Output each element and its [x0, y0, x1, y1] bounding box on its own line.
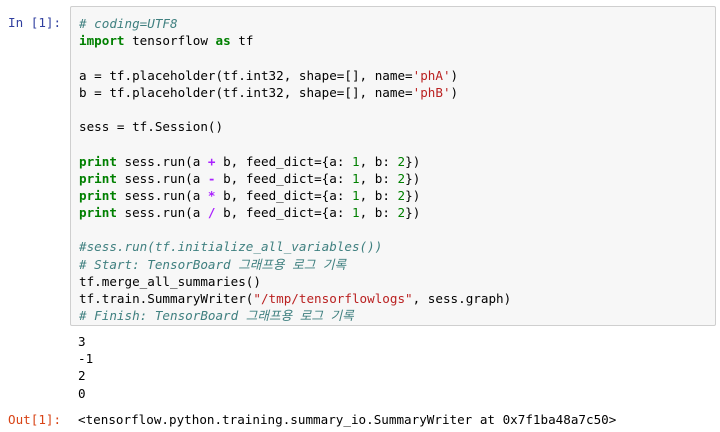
- code-comment: # coding=UTF8: [79, 16, 178, 31]
- code-line: sess = tf.Session(): [79, 118, 715, 135]
- code-number: 1: [352, 205, 360, 221]
- code-operator: /: [207, 205, 216, 221]
- code-text: b, feed_dict={a:: [215, 205, 352, 221]
- code-cell-input[interactable]: # coding=UTF8 import tensorflow as tf a …: [70, 6, 716, 326]
- code-line: print sess.run(a * b, feed_dict={a: 1, b…: [79, 187, 715, 204]
- code-text: b, feed_dict={a:: [215, 170, 352, 186]
- code-line: print sess.run(a / b, feed_dict={a: 1, b…: [79, 204, 715, 221]
- stdout-line: 0: [78, 385, 86, 401]
- code-keyword: import: [79, 33, 125, 49]
- code-text: sess.run(a: [116, 170, 208, 186]
- code-line: tf.merge_all_summaries(): [79, 273, 715, 290]
- code-keyword: print: [79, 187, 117, 203]
- blank-line: [79, 135, 715, 152]
- input-prompt: In [1]:: [8, 15, 62, 30]
- code-text: }): [405, 205, 421, 221]
- code-number: 2: [397, 187, 406, 203]
- stdout-line: -1: [78, 351, 94, 367]
- code-text: , b:: [359, 170, 398, 186]
- code-comment: # Finish: TensorBoard 그래프용 로그 기록: [79, 308, 354, 324]
- code-text: tensorflow: [124, 33, 216, 49]
- code-comment: # Start: TensorBoard 그래프용 로그 기록: [79, 256, 347, 272]
- execute-result: <tensorflow.python.training.summary_io.S…: [78, 412, 617, 427]
- code-line: # Finish: TensorBoard 그래프용 로그 기록: [79, 307, 715, 324]
- code-text: sess.run(a: [116, 187, 208, 203]
- cell-stdout: 3 -1 2 0: [78, 333, 93, 402]
- code-text: b, feed_dict={a:: [215, 153, 352, 169]
- code-text: sess.run(a: [116, 153, 208, 169]
- code-line: a = tf.placeholder(tf.int32, shape=[], n…: [79, 67, 715, 84]
- code-line: # coding=UTF8: [79, 15, 715, 32]
- code-keyword: print: [79, 170, 117, 186]
- code-text: , b:: [359, 153, 398, 169]
- code-operator: +: [207, 153, 216, 169]
- code-number: 2: [397, 153, 406, 169]
- code-line: tf.train.SummaryWriter("/tmp/tensorflowl…: [79, 290, 715, 307]
- code-string: 'phB': [412, 84, 451, 100]
- code-line: b = tf.placeholder(tf.int32, shape=[], n…: [79, 84, 715, 101]
- code-line: print sess.run(a - b, feed_dict={a: 1, b…: [79, 170, 715, 187]
- code-line: # Start: TensorBoard 그래프용 로그 기록: [79, 256, 715, 273]
- code-line: print sess.run(a + b, feed_dict={a: 1, b…: [79, 153, 715, 170]
- code-text: tf.train.SummaryWriter(: [79, 291, 254, 306]
- code-operator: *: [207, 187, 216, 203]
- code-text: b, feed_dict={a:: [215, 187, 352, 203]
- code-text: , b:: [359, 187, 398, 203]
- code-string: "/tmp/tensorflowlogs": [253, 291, 413, 306]
- code-keyword: print: [79, 153, 117, 169]
- code-number: 2: [397, 170, 406, 186]
- code-text: }): [405, 170, 421, 186]
- code-number: 1: [352, 170, 360, 186]
- code-text: b = tf.placeholder(tf.int32, shape=[], n…: [79, 84, 413, 100]
- code-number: 1: [352, 187, 360, 203]
- code-text: a = tf.placeholder(tf.int32, shape=[], n…: [79, 67, 413, 83]
- code-text: ): [450, 84, 459, 100]
- blank-line: [79, 101, 715, 118]
- code-text: sess = tf.Session(): [79, 119, 224, 135]
- code-text: ): [450, 67, 459, 83]
- code-text: tf.merge_all_summaries(): [79, 273, 261, 289]
- stdout-line: 2: [78, 368, 86, 384]
- code-line: import tensorflow as tf: [79, 32, 715, 49]
- stdout-line: 3: [78, 334, 86, 349]
- code-comment: #sess.run(tf.initialize_all_variables()): [79, 239, 383, 255]
- code-number: 1: [352, 153, 360, 169]
- code-text: , b:: [359, 205, 398, 221]
- code-text: tf: [230, 33, 254, 49]
- code-string: 'phA': [412, 67, 451, 83]
- code-keyword: print: [79, 205, 117, 221]
- code-text: sess.run(a: [116, 205, 208, 221]
- output-prompt: Out[1]:: [8, 412, 62, 427]
- blank-line: [79, 221, 715, 238]
- code-operator: -: [207, 170, 216, 186]
- blank-line: [79, 49, 715, 66]
- code-keyword: as: [215, 33, 231, 49]
- code-text: }): [405, 187, 421, 203]
- code-text: , sess.graph): [412, 291, 512, 306]
- code-line: #sess.run(tf.initialize_all_variables()): [79, 238, 715, 255]
- code-text: }): [405, 153, 421, 169]
- code-number: 2: [397, 205, 406, 221]
